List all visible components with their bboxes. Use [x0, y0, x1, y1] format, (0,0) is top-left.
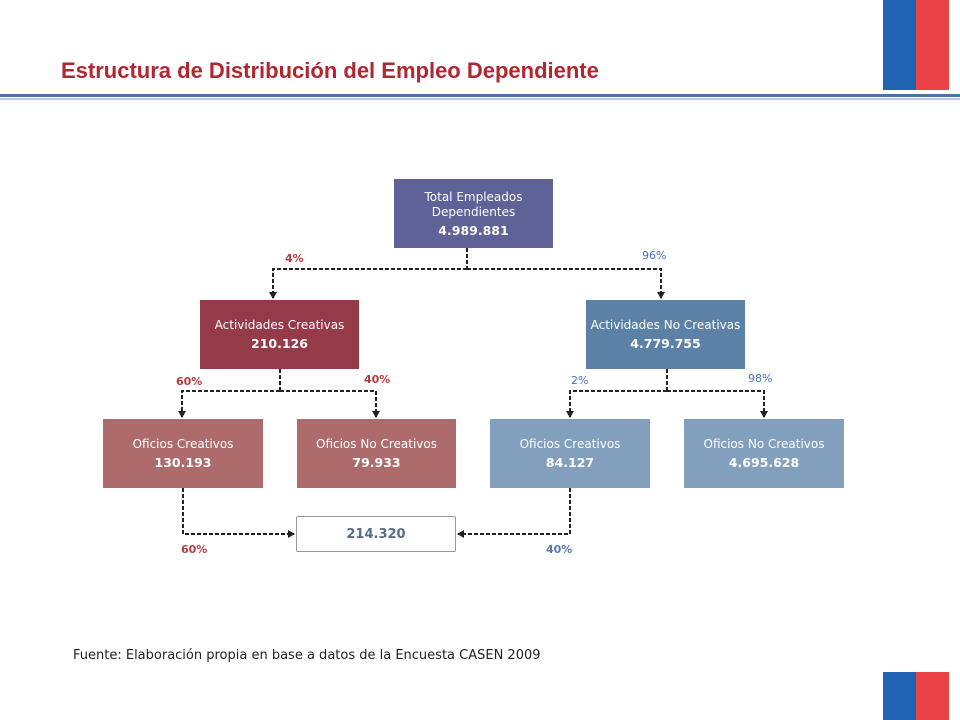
- node-label: Actividades Creativas: [214, 318, 345, 332]
- node-oficios-no-creativos-2: Oficios No Creativos 4.695.628: [684, 419, 844, 488]
- arrow-creativas-to-oficios-no-creativos: [280, 390, 380, 418]
- flag-red-stripe: [916, 0, 949, 90]
- flag-red-stripe: [916, 672, 949, 720]
- flag-blue-stripe: [883, 0, 916, 90]
- pct-no-creativas-to-oficios-no-creativos: 98%: [748, 372, 773, 385]
- arrow-creativas-to-oficios-creativos: [178, 390, 280, 418]
- node-oficios-creativos-1: Oficios Creativos 130.193: [103, 419, 263, 488]
- node-label: Oficios Creativos: [132, 437, 234, 451]
- node-value: 210.126: [251, 336, 308, 351]
- arrow-total-to-no-creativas: [467, 268, 665, 299]
- pct-oficios2-to-suma: 40%: [546, 543, 573, 556]
- flag-blue-stripe: [883, 672, 916, 720]
- node-oficios-creativos-2: Oficios Creativos 84.127: [490, 419, 650, 488]
- node-value: 79.933: [352, 455, 401, 470]
- arrow-total-to-creativas: [269, 268, 467, 299]
- pct-total-to-no-creativas: 96%: [642, 249, 667, 262]
- node-suma-oficios-creativos: 214.320: [296, 516, 456, 552]
- node-actividades-no-creativas: Actividades No Creativas 4.779.755: [586, 300, 745, 369]
- node-value: 130.193: [154, 455, 212, 470]
- node-label: Oficios No Creativos: [703, 437, 825, 451]
- node-label: Total Empleados Dependientes: [424, 189, 523, 219]
- arrow-oficios2-to-suma: [457, 488, 571, 538]
- pct-oficios1-to-suma: 60%: [181, 543, 208, 556]
- node-value: 4.695.628: [728, 455, 800, 470]
- page-title: Estructura de Distribución del Empleo De…: [61, 58, 599, 83]
- flag-decoration-top: [883, 0, 949, 90]
- node-label: Oficios Creativos: [519, 437, 621, 451]
- title-underline-shadow: [0, 98, 960, 100]
- pct-creativas-to-oficios-creativos: 60%: [176, 375, 203, 388]
- node-value: 4.779.755: [630, 336, 701, 351]
- node-label: Actividades No Creativas: [590, 318, 741, 332]
- node-oficios-no-creativos-1: Oficios No Creativos 79.933: [297, 419, 456, 488]
- arrow-no-creativas-to-oficios-no-creativos: [667, 390, 768, 418]
- pct-no-creativas-to-oficios-creativos: 2%: [571, 374, 589, 387]
- pct-creativas-to-oficios-no-creativos: 40%: [364, 373, 391, 386]
- node-value: 4.989.881: [438, 222, 509, 238]
- title-underline: [0, 94, 960, 97]
- node-value: 214.320: [346, 526, 406, 542]
- node-total-empleados: Total Empleados Dependientes 4.989.881: [394, 179, 553, 248]
- node-label: Oficios No Creativos: [316, 437, 437, 451]
- arrow-no-creativas-to-oficios-creativos: [566, 390, 667, 418]
- arrow-oficios1-to-suma: [182, 488, 295, 538]
- pct-total-to-creativas: 4%: [285, 252, 304, 265]
- node-actividades-creativas: Actividades Creativas 210.126: [200, 300, 359, 369]
- source-note: Fuente: Elaboración propia en base a dat…: [73, 648, 541, 663]
- node-value: 84.127: [545, 455, 595, 470]
- flag-decoration-bottom: [883, 672, 949, 720]
